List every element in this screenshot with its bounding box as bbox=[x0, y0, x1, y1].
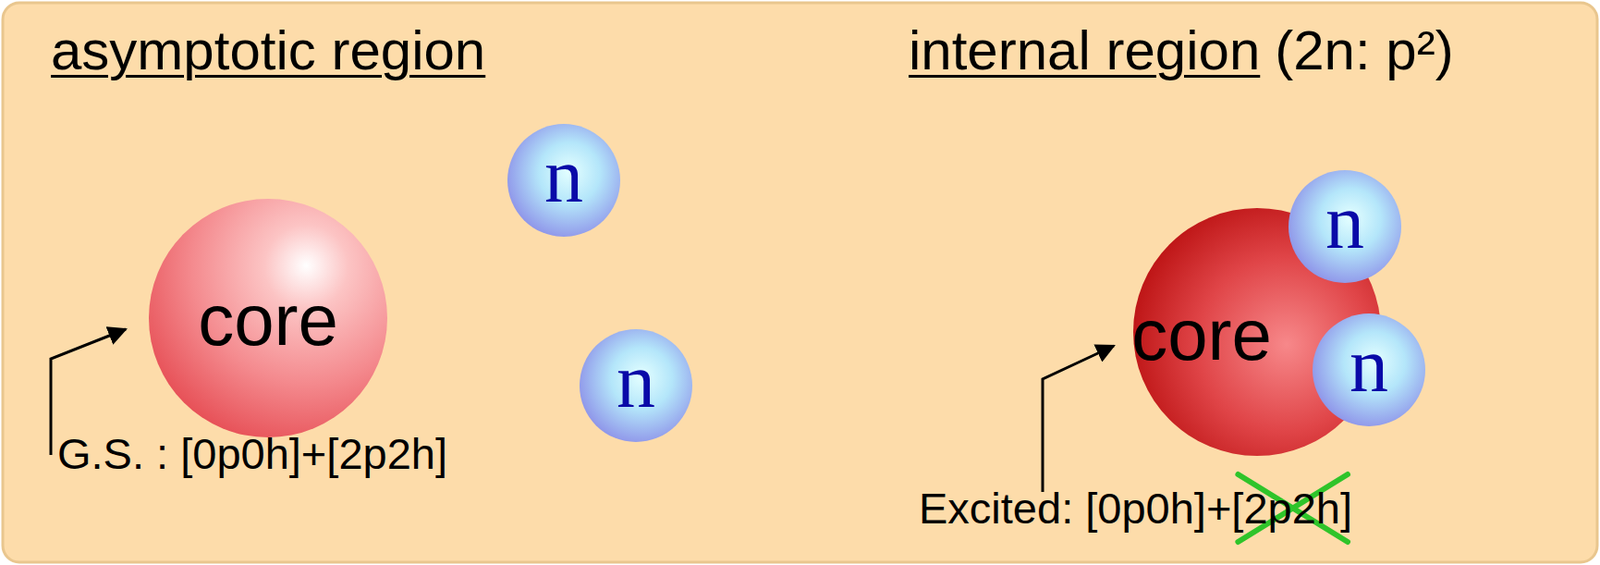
node-label: core bbox=[1131, 298, 1272, 371]
region-heading: internal region bbox=[908, 20, 1260, 82]
node-label: n bbox=[1349, 326, 1389, 404]
region-heading: asymptotic region bbox=[50, 20, 486, 82]
node-label: n bbox=[616, 341, 656, 420]
neutron-circle: n bbox=[506, 122, 622, 238]
core-circle: core bbox=[147, 197, 389, 439]
state-label: Excited: [0p0h]+[2p2h] bbox=[918, 484, 1353, 533]
state-label: G.S. : [0p0h]+[2p2h] bbox=[57, 429, 448, 478]
node-label: n bbox=[1325, 183, 1365, 261]
node-label: core bbox=[197, 283, 339, 356]
configuration-note: (2n: p²) bbox=[1274, 20, 1454, 82]
neutron-circle: n bbox=[1287, 169, 1403, 284]
neutron-circle: n bbox=[1311, 312, 1427, 428]
neutron-circle: n bbox=[578, 328, 694, 443]
node-label: n bbox=[544, 136, 584, 215]
